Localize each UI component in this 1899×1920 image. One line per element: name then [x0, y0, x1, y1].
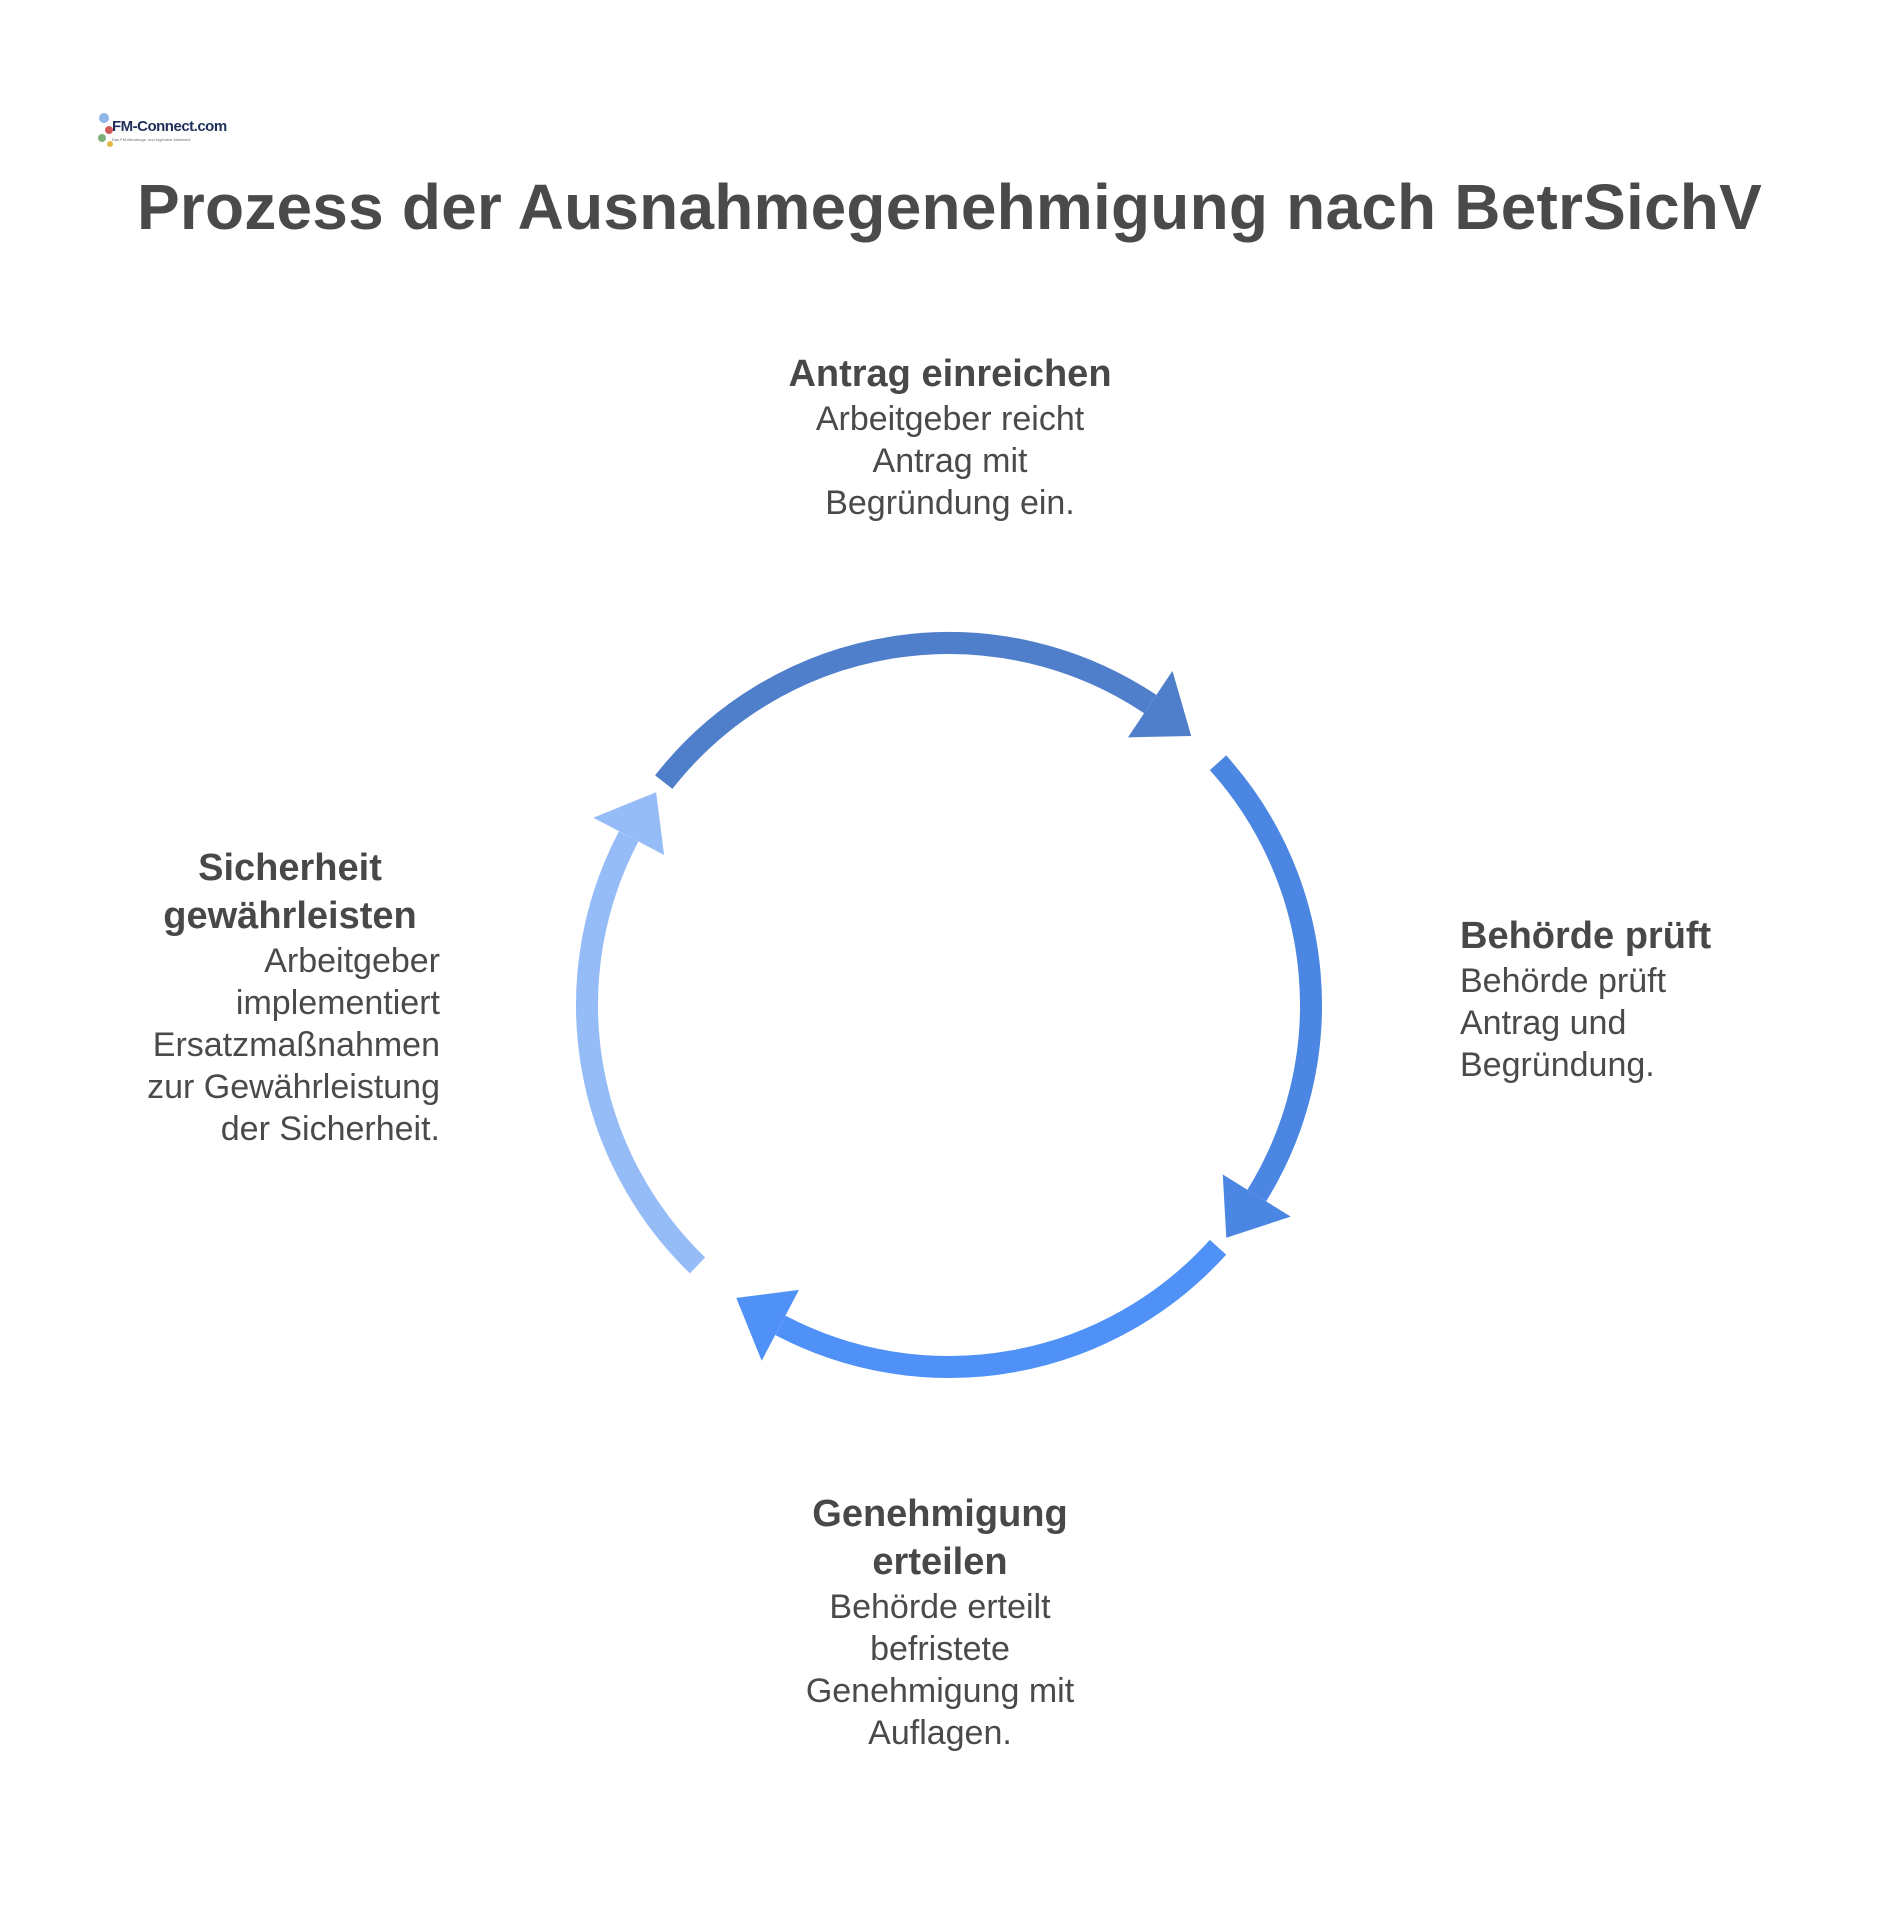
- step-description: Arbeitgeber implementiert Ersatzmaßnahme…: [147, 942, 440, 1148]
- arrow-head: [593, 792, 665, 855]
- step-title: Sicherheit gewährleisten: [163, 847, 417, 937]
- arrow-arc: [1209, 755, 1322, 1202]
- step-genehmigung-erteilen: Genehmigung erteilen Behörde erteilt bef…: [720, 1490, 1160, 1754]
- arrow-arc: [775, 1239, 1227, 1378]
- logo: FM-Connect.com Das FM-Beratungs- und Ing…: [96, 104, 227, 152]
- arrow-head: [736, 1289, 799, 1361]
- logo-emblem: [98, 113, 113, 147]
- step-antrag-einreichen: Antrag einreichen Arbeitgeber reicht Ant…: [700, 350, 1200, 524]
- arrow-arc: [655, 632, 1157, 789]
- logo-tagline: Das FM-Beratungs- und Ingenieur-Netzwerk: [112, 137, 191, 142]
- step-description: Arbeitgeber reicht Antrag mit Begründung…: [815, 400, 1085, 522]
- step-sicherheit-gewaehrleisten: Sicherheit gewährleisten Arbeitgeber imp…: [70, 844, 440, 1150]
- step-description: Behörde erteilt befristete Genehmigung m…: [805, 1588, 1075, 1752]
- step-title: Antrag einreichen: [788, 353, 1112, 395]
- arrow-head: [1127, 670, 1192, 738]
- arrow-pruefung-to-genehmigung: [1209, 755, 1322, 1238]
- arrow-sicherheit-to-antrag: [576, 792, 706, 1274]
- logo-wordmark: FM-Connect.com: [112, 118, 227, 135]
- step-description: Behörde prüft Antrag und Begründung.: [1460, 962, 1667, 1084]
- step-title: Behörde prüft: [1460, 915, 1712, 957]
- step-title: Genehmigung erteilen: [812, 1493, 1068, 1583]
- arrow-head: [1222, 1174, 1291, 1238]
- arrow-arc: [576, 831, 706, 1274]
- arrow-antrag-to-pruefung: [655, 632, 1192, 789]
- step-behoerde-prueft: Behörde prüft Behörde prüft Antrag und B…: [1460, 912, 1820, 1086]
- page-title: Prozess der Ausnahmegenehmigung nach Bet…: [137, 171, 1762, 243]
- arrow-genehmigung-to-sicherheit: [736, 1239, 1227, 1378]
